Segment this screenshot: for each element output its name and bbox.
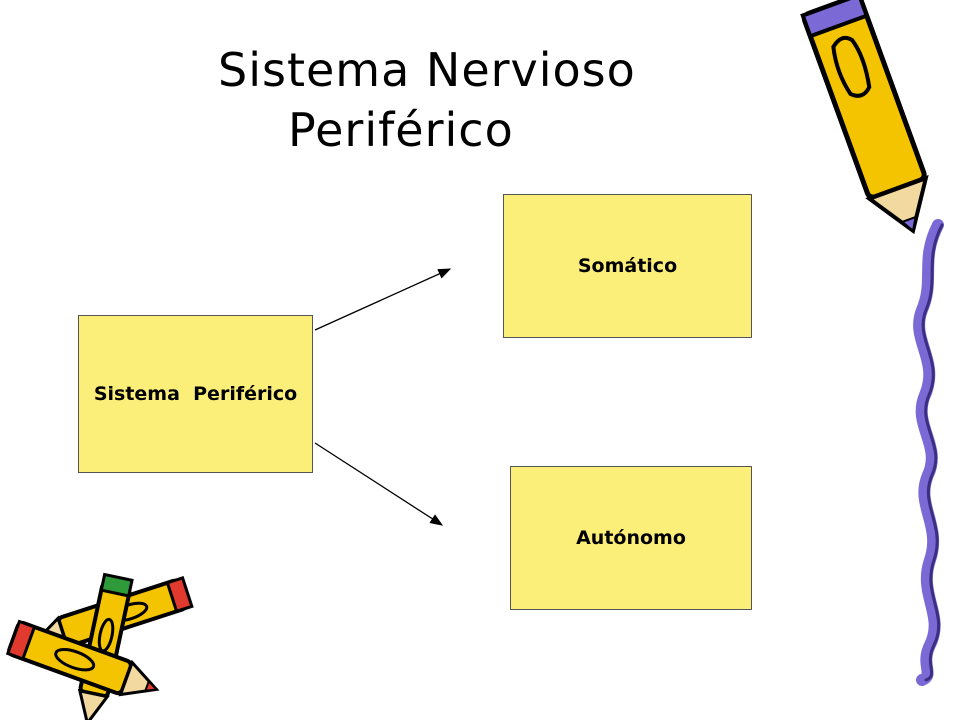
title-line-1: Sistema Nervioso — [218, 43, 636, 97]
box-label-somatico: Somático — [577, 255, 678, 277]
box-label-autonomo: Autónomo — [576, 527, 686, 549]
box-somatico: Somático — [503, 194, 752, 338]
box-autonomo: Autónomo — [510, 466, 752, 610]
arrow-to-somatico — [314, 268, 452, 331]
title-line-2: Periférico — [288, 103, 514, 157]
box-label-root: Sistema Periférico — [93, 383, 298, 405]
slide-title: Sistema Nervioso Periférico — [0, 40, 960, 160]
arrow-to-autonomo — [314, 442, 444, 526]
box-sistema-periferico: Sistema Periférico — [78, 315, 313, 473]
